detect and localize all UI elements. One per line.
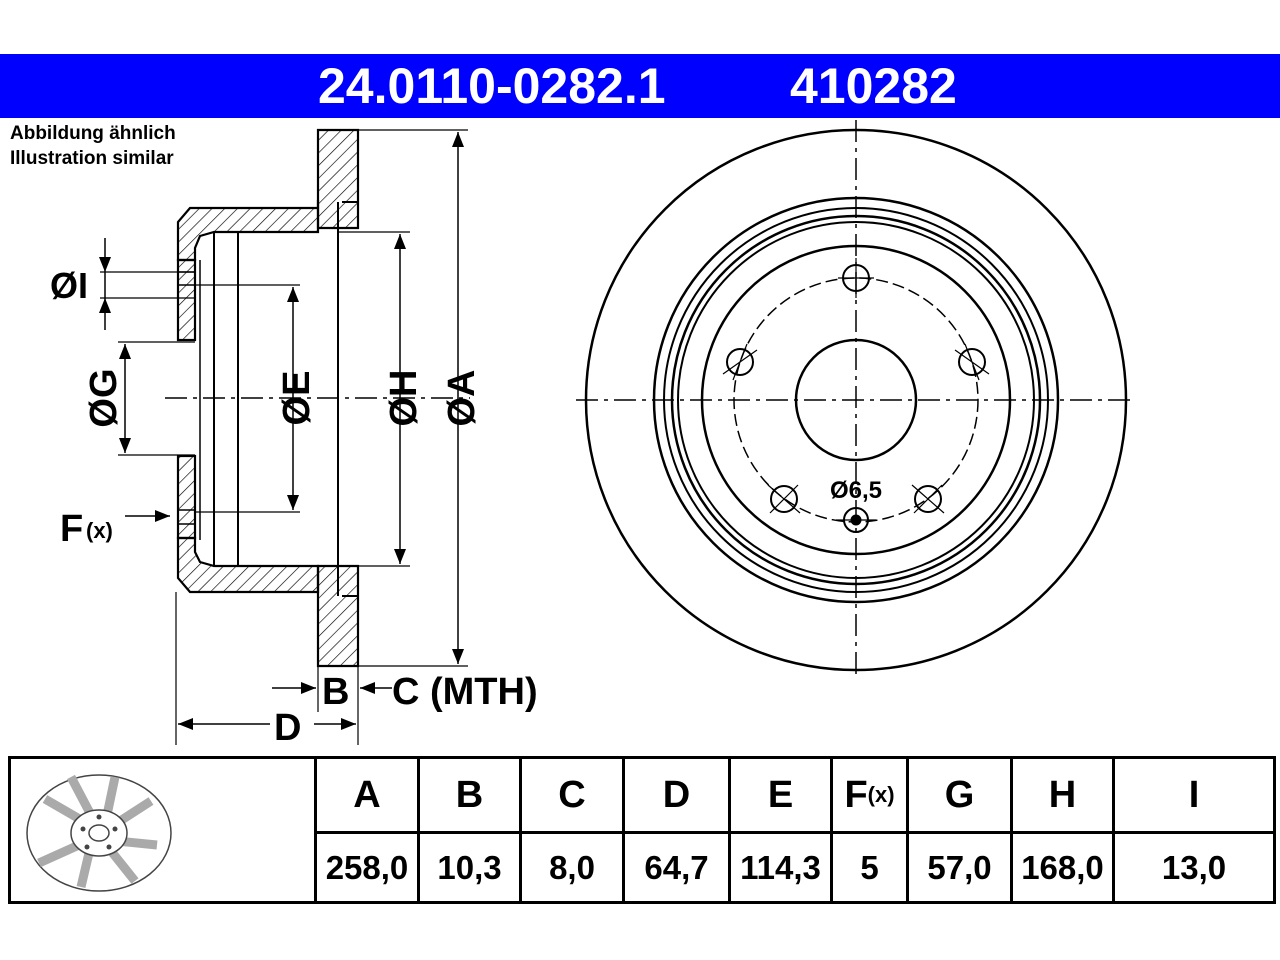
header-h: H (1048, 773, 1077, 816)
label-dia-e: ØE (276, 371, 318, 426)
label-f: F (60, 508, 83, 550)
header-banner: 24.0110-0282.1 410282 (0, 54, 1280, 118)
brake-disc-thumbnail-icon (11, 759, 311, 901)
hat-face-bottom (176, 454, 197, 540)
front-view: Ø6,5 (576, 120, 1136, 680)
illustration-note-de: Abbildung ähnlich (10, 123, 176, 144)
bolt-hole (722, 343, 758, 381)
label-b: B (322, 671, 349, 713)
value-c: 8,0 (549, 848, 595, 886)
header-f-label: F (844, 773, 868, 816)
side-section-view: ØI ØG ØE ØH ØA F (x) B C (MTH) D (50, 128, 538, 749)
value-d: 64,7 (644, 848, 709, 886)
header-i: I (1188, 773, 1200, 816)
bolt-hole (767, 484, 801, 514)
header-b: B (455, 773, 484, 816)
header-f-sub: (x) (867, 782, 895, 807)
illustration-note-en: Illustration similar (10, 148, 174, 169)
value-h: 168,0 (1021, 848, 1104, 886)
short-number: 410282 (790, 58, 957, 114)
bolt-hole (954, 343, 990, 381)
header-d: D (662, 773, 691, 816)
label-f-sub: (x) (86, 518, 113, 543)
label-dia-h: ØH (383, 370, 425, 427)
value-g: 57,0 (927, 848, 992, 886)
value-e: 114,3 (740, 848, 821, 886)
header-a: A (353, 773, 381, 816)
label-dia-i: ØI (50, 265, 88, 306)
label-d: D (274, 707, 301, 749)
header-c: C (558, 773, 586, 816)
header-e: E (767, 773, 794, 816)
dimension-table: A B C D E F(x) G H I 258,0 10,3 8,0 64,7… (8, 756, 1276, 904)
value-i: 13,0 (1161, 848, 1227, 886)
bolt-hole (838, 258, 874, 298)
label-hole-dia: Ø6,5 (830, 477, 882, 504)
header-g: G (944, 773, 975, 816)
value-a: 258,0 (325, 848, 409, 886)
header-f: F(x) (833, 759, 906, 831)
bolt-hole (911, 484, 945, 514)
hat-wall-bottom (176, 536, 320, 594)
label-dia-a: ØA (441, 370, 483, 427)
value-b: 10,3 (437, 848, 502, 886)
label-c-mth: C (MTH) (392, 671, 538, 713)
hat-wall-top (176, 200, 320, 262)
value-f: 5 (860, 848, 879, 886)
hat-face-top (176, 258, 197, 342)
technical-drawing: ØI ØG ØE ØH ØA F (x) B C (MTH) D (50, 120, 1136, 749)
part-number: 24.0110-0282.1 (318, 58, 666, 114)
locating-hole (836, 507, 876, 533)
label-dia-g: ØG (83, 368, 125, 427)
